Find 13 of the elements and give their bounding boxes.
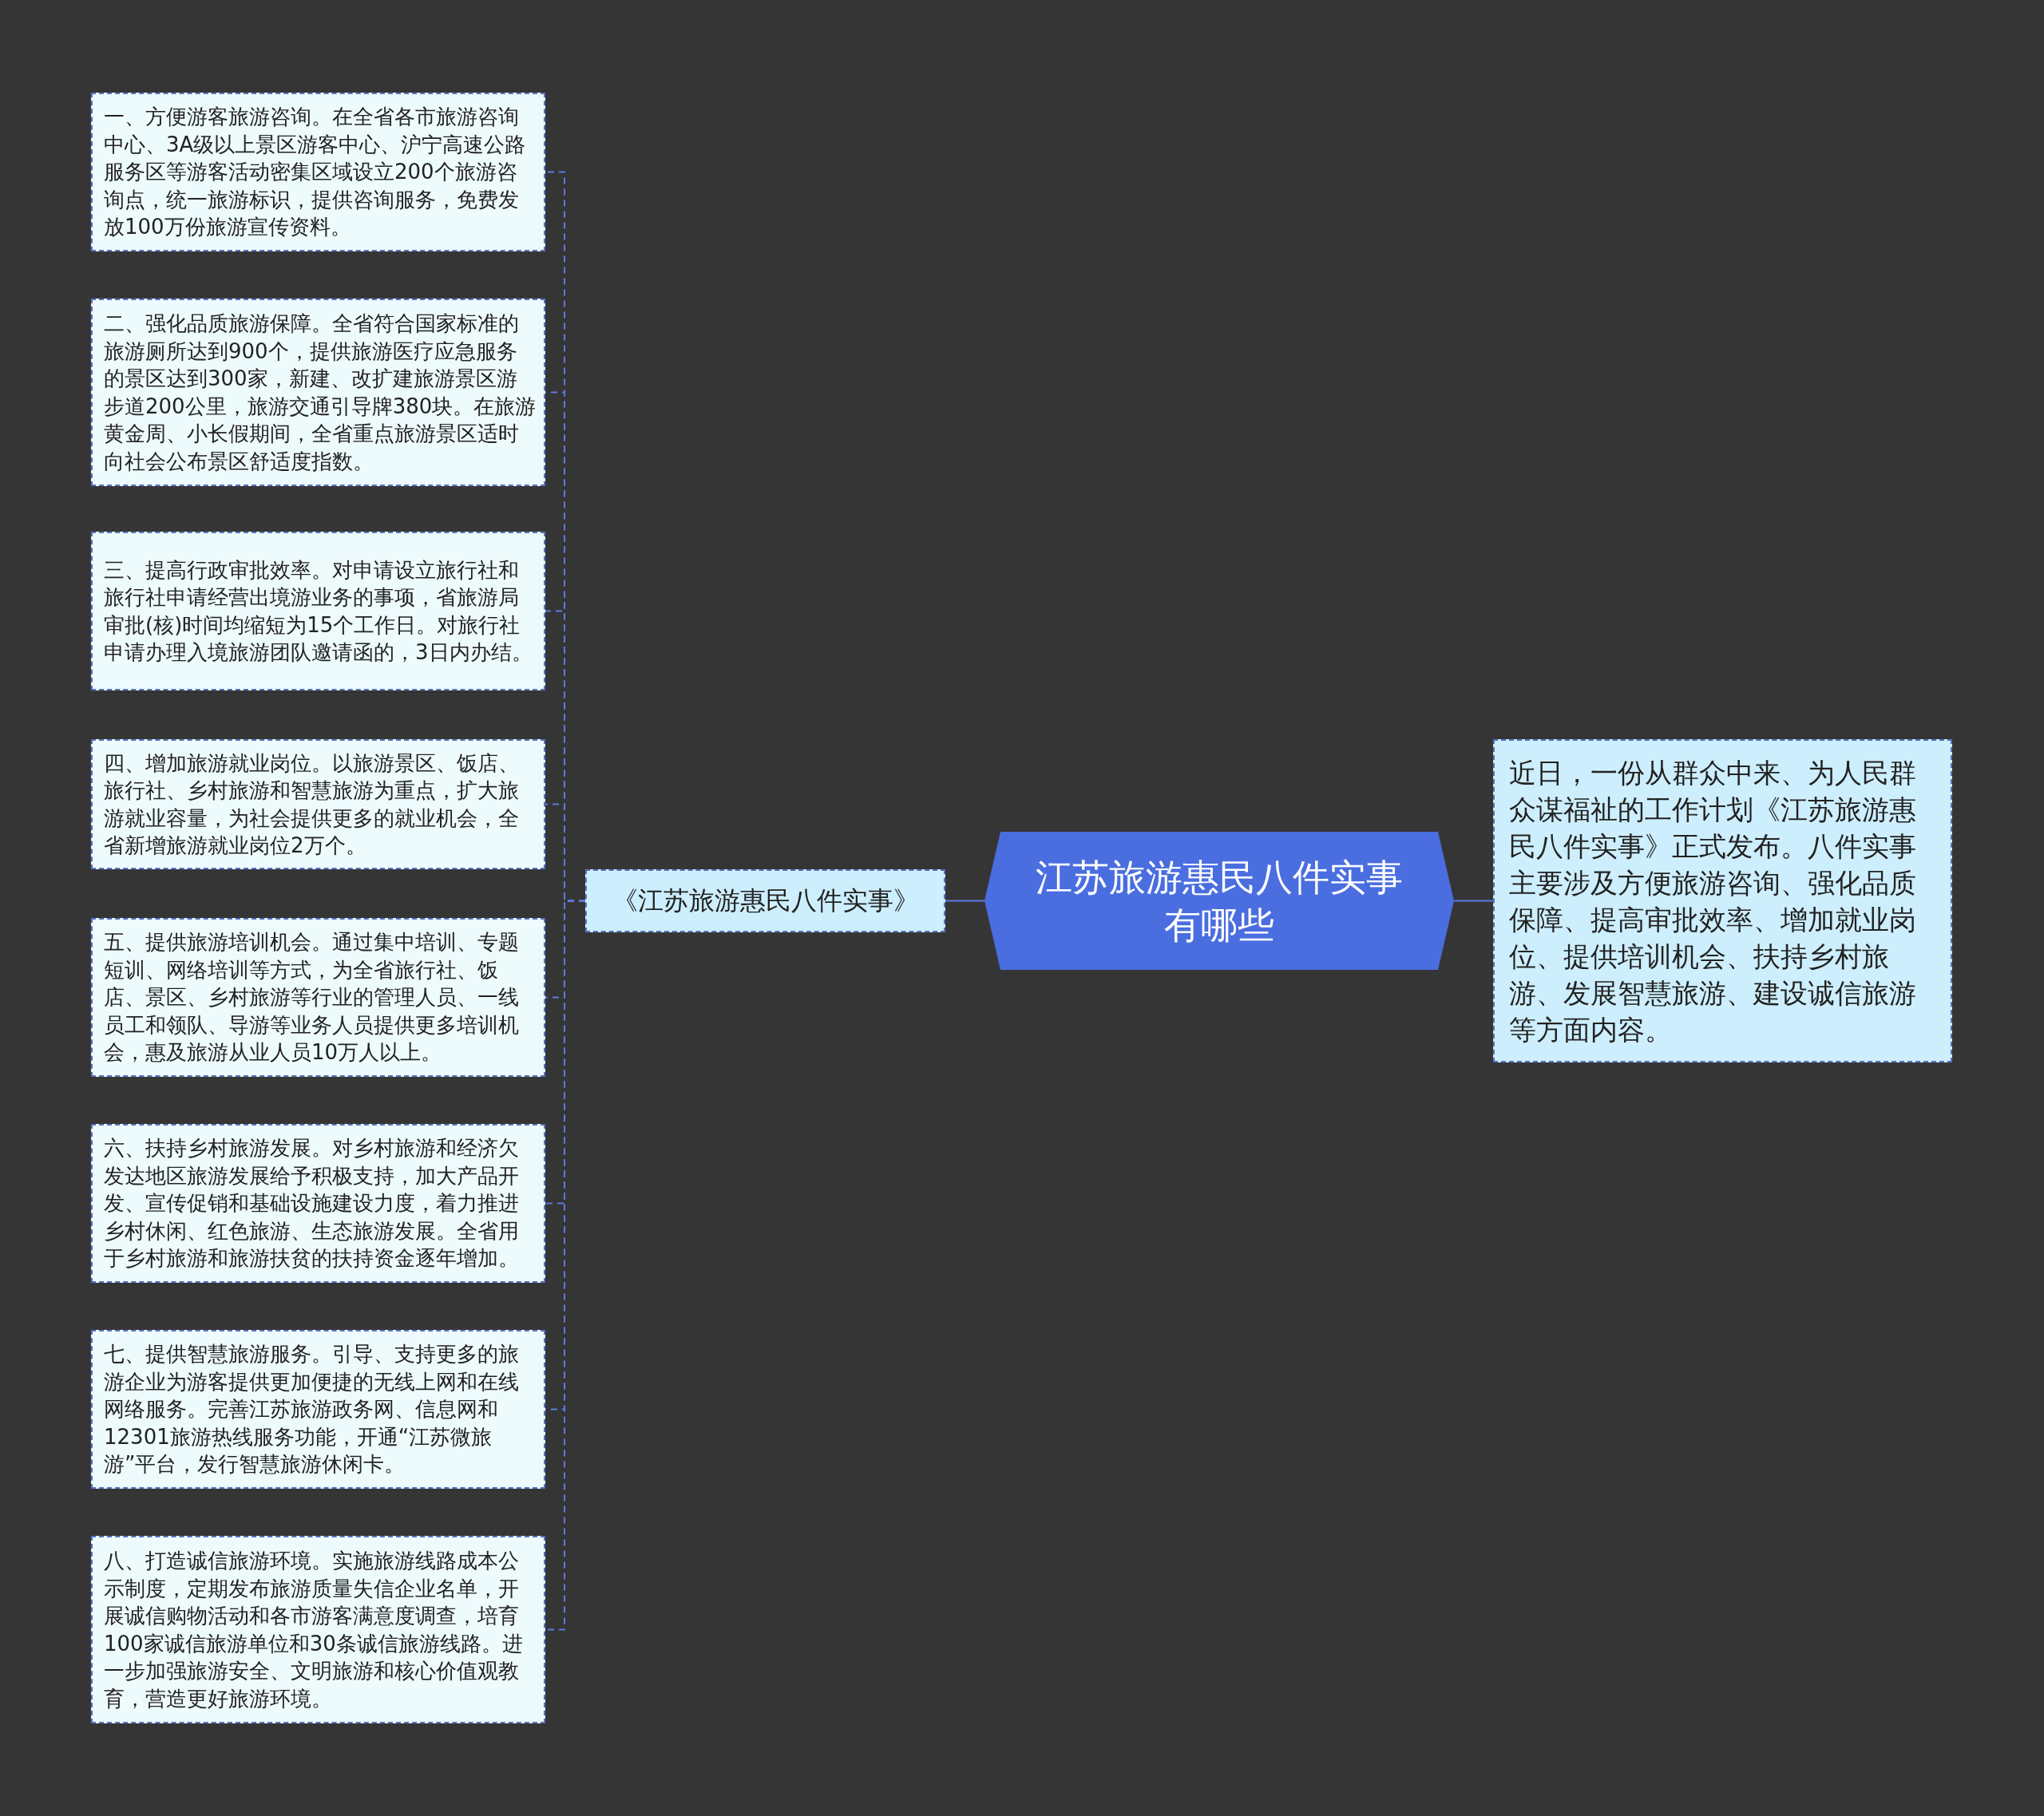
text-box: 四、增加旅游就业岗位。以旅游景区、饭店、旅行社、乡村旅游和智慧旅游为重点，扩大旅游就业容量，为社会提供更多的就业机会，全省新增旅游就业岗位2万个。 (91, 739, 545, 869)
branch-box: 《江苏旅游惠民八件实事》 (585, 869, 945, 932)
text-box: 七、提供智慧旅游服务。引导、支持更多的旅游企业为游客提供更加便捷的无线上网和在线网络服务。完善江苏旅游政务网、信息网和12301旅游热线服务功能，开通“江苏微旅游”平台，发行智慧旅游休闲卡。 (91, 1330, 545, 1489)
connector-line (945, 900, 985, 902)
text-box: 一、方便游客旅游咨询。在全省各市旅游咨询中心、3A级以上景区游客中心、沪宁高速公路服务区等游客活动密集区域设立200个旅游咨询点，统一旅游标识，提供咨询服务，免费发放100万份旅游宣传资料。 (91, 93, 545, 251)
text-box: 二、强化品质旅游保障。全省符合国家标准的旅游厕所达到900个，提供旅游医疗应急服务的景区达到300家，新建、改扩建旅游景区游步道200公里，旅游交通引导牌380块。在旅游黄金周、小长假期间，全省重点旅游景区适时向社会公布景区舒适度指数。 (91, 299, 545, 486)
connector-line (1453, 900, 1494, 902)
text-box: 近日，一份从群众中来、为人民群众谋福祉的工作计划《江苏旅游惠民八件实事》正式发布。八件实事主要涉及方便旅游咨询、强化品质保障、提高审批效率、增加就业岗位、提供培训机会、扶持乡村旅游、发展智慧旅游、建设诚信旅游等方面内容。 (1493, 739, 1952, 1062)
text-box: 八、打造诚信旅游环境。实施旅游线路成本公示制度，定期发布旅游质量失信企业名单，开展诚信购物活动和各市游客满意度调查，培育100家诚信旅游单位和30条诚信旅游线路。进一步加强旅游安全、文明旅游和核心价值观教育，营造更好旅游环境。 (91, 1536, 545, 1723)
text-box: 三、提高行政审批效率。对申请设立旅行社和旅行社申请经营出境游业务的事项，省旅游局审批(核)时间均缩短为15个工作日。对旅行社申请办理入境旅游团队邀请函的，3日内办结。 (91, 532, 545, 690)
text-box: 五、提供旅游培训机会。通过集中培训、专题短训、网络培训等方式，为全省旅行社、饭店、景区、乡村旅游等行业的管理人员、一线员工和领队、导游等业务人员提供更多培训机会，惠及旅游从业人员10万人以上。 (91, 918, 545, 1077)
topic-hexagon: 江苏旅游惠民八件实事有哪些 (984, 832, 1454, 970)
text-box: 六、扶持乡村旅游发展。对乡村旅游和经济欠发达地区旅游发展给予积极支持，加大产品开发、宣传促销和基础设施建设力度，着力推进乡村休闲、红色旅游、生态旅游发展。全省用于乡村旅游和旅游扶贫的扶持资金逐年增加。 (91, 1124, 545, 1283)
